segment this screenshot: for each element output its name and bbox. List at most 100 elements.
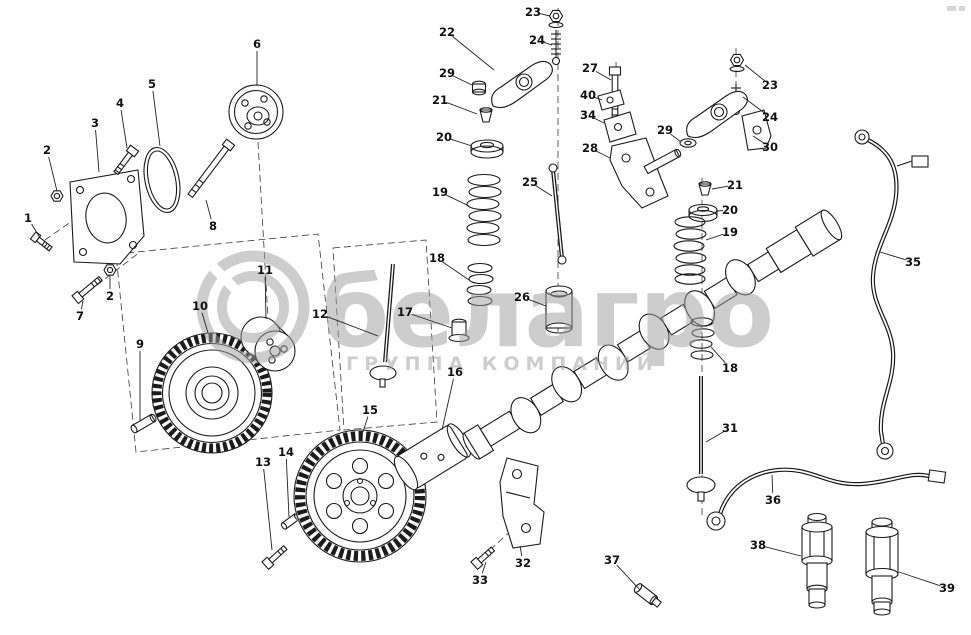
watermark-brand: белагро <box>322 257 774 369</box>
callout-leader-27 <box>595 71 612 81</box>
part-spring-seat-left <box>470 139 504 159</box>
callout-label-6: 6 <box>253 37 261 51</box>
callout-label-40: 40 <box>580 88 596 102</box>
part-spring-seat-right <box>688 203 718 223</box>
part-bracket-plate-32 <box>499 457 545 549</box>
callout-leader-5 <box>152 90 161 147</box>
callout-label-20: 20 <box>722 203 738 217</box>
part-tappet <box>545 285 573 334</box>
callout-leader-29 <box>453 75 473 86</box>
part-washer-29b <box>679 138 697 148</box>
callout-label-34: 34 <box>580 108 596 122</box>
callout-leader-20 <box>450 138 473 147</box>
callout-label-37: 37 <box>604 553 620 567</box>
part-pushrod <box>548 163 567 265</box>
callout-leader-33 <box>481 561 487 574</box>
watermark: белагро ГРУППА КОМПАНИЙ <box>196 250 774 375</box>
callout-label-33: 33 <box>472 573 488 587</box>
callout-label-2: 2 <box>43 143 51 157</box>
part-rocker-arm-right <box>686 90 748 139</box>
part-plug-29a <box>471 80 487 96</box>
callout-leader-10 <box>201 312 209 334</box>
callout-label-38: 38 <box>750 538 766 552</box>
callout-label-12: 12 <box>312 307 328 321</box>
callout-leader-26 <box>528 299 547 307</box>
callout-leader-29 <box>670 133 682 143</box>
callout-label-15: 15 <box>362 403 378 417</box>
callout-label-21: 21 <box>432 93 448 107</box>
callout-leader-18 <box>710 346 726 364</box>
part-bolt-13 <box>261 544 288 571</box>
part-drive-pin <box>130 413 157 434</box>
callout-leader-28 <box>596 150 611 159</box>
part-bolt-8 <box>187 138 236 199</box>
part-rocker-stand-right <box>741 109 772 151</box>
callout-label-29: 29 <box>657 123 673 137</box>
callout-leader-16 <box>441 378 454 431</box>
part-inner-spring-left <box>466 262 494 307</box>
part-rocker-shaft <box>643 148 682 175</box>
callout-label-9: 9 <box>136 337 144 351</box>
callout-leader-35 <box>879 251 907 261</box>
part-lock-nut-a <box>548 9 564 29</box>
callout-label-20: 20 <box>436 130 452 144</box>
part-pin-14 <box>280 512 301 530</box>
corner-mark <box>947 6 965 11</box>
callout-leader-8 <box>205 199 212 220</box>
callout-label-23: 23 <box>525 5 541 19</box>
callout-label-11: 11 <box>257 263 273 277</box>
callout-leader-21 <box>711 185 729 190</box>
callout-leader-25 <box>535 185 553 197</box>
callout-label-31: 31 <box>722 421 738 435</box>
callout-label-24: 24 <box>529 33 545 47</box>
callout-leader-30 <box>752 135 765 144</box>
callout-leader-24 <box>543 41 553 46</box>
callout-leader-37 <box>616 564 641 591</box>
callout-leader-24 <box>742 96 765 114</box>
callout-label-7: 7 <box>76 309 84 323</box>
callout-label-28: 28 <box>582 141 598 155</box>
callout-label-17: 17 <box>397 305 413 319</box>
callout-leader-34 <box>594 117 605 124</box>
part-gasket-ring <box>143 146 181 214</box>
callout-leader-19 <box>705 233 724 241</box>
callout-leader-22 <box>452 36 495 71</box>
callout-label-19: 19 <box>722 225 738 239</box>
part-valve-keeper-right <box>698 181 712 196</box>
part-fuel-pipe-lower <box>706 467 947 531</box>
callout-label-16: 16 <box>447 365 463 379</box>
callout-leader-2 <box>48 156 58 192</box>
callout-leader-1 <box>31 223 41 239</box>
part-bracket-plate <box>69 169 145 265</box>
watermark-subtitle: ГРУППА КОМПАНИЙ <box>346 352 659 375</box>
part-union-fitting <box>633 583 663 608</box>
callout-label-35: 35 <box>905 255 921 269</box>
part-valve-large <box>686 376 716 502</box>
callout-label-18: 18 <box>429 251 445 265</box>
part-lock-nut-b <box>729 53 745 73</box>
callout-leader-39 <box>898 571 941 587</box>
callout-label-18: 18 <box>722 361 738 375</box>
callout-leader-13 <box>263 468 273 551</box>
callout-leader-32 <box>519 545 523 557</box>
callout-leader-11 <box>264 276 267 320</box>
callout-label-1: 1 <box>24 211 32 225</box>
part-adjust-screw-a <box>551 30 561 66</box>
callout-label-29: 29 <box>439 66 455 80</box>
part-rocker-stand <box>609 137 669 209</box>
callout-leader-23 <box>539 13 551 17</box>
part-bolt-4 <box>113 144 140 176</box>
callout-leader-36 <box>771 474 774 494</box>
part-inner-spring-right <box>689 317 715 360</box>
callout-label-3: 3 <box>91 116 99 130</box>
callout-leader-15 <box>362 416 369 433</box>
callout-label-27: 27 <box>582 61 598 75</box>
part-bolt-33 <box>470 546 496 571</box>
callout-label-25: 25 <box>522 175 538 189</box>
part-nut-2a <box>50 190 64 202</box>
callout-leader-3 <box>95 129 100 173</box>
part-valve-guide <box>448 318 470 343</box>
callout-leader-21 <box>446 102 478 115</box>
